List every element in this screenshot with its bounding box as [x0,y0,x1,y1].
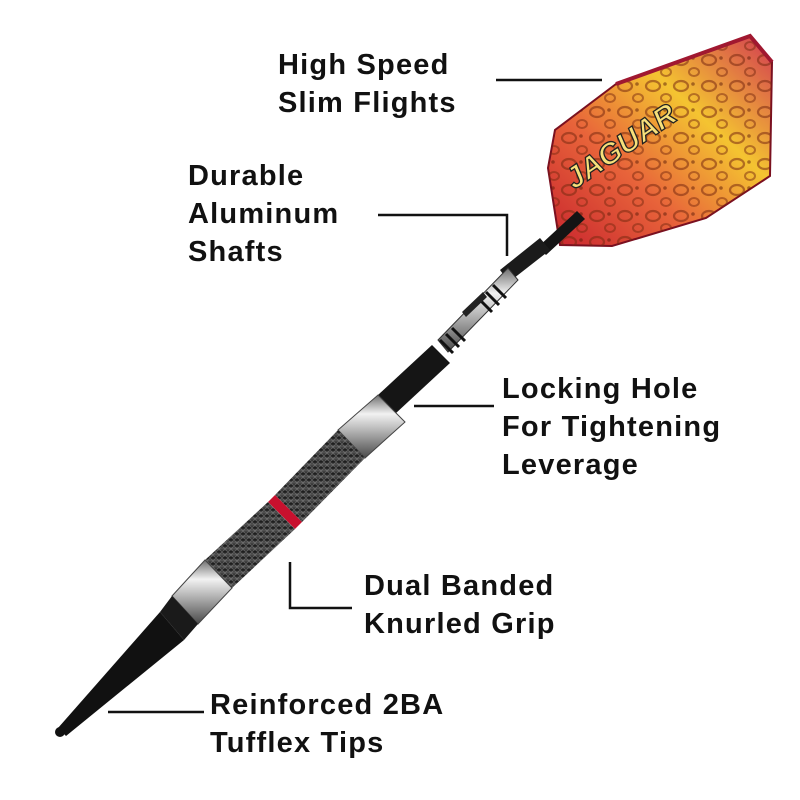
tip-point [55,727,65,737]
callout-tips: Reinforced 2BA Tufflex Tips [210,686,444,762]
callout-locking-line-2: For Tightening [502,411,722,443]
callout-locking-line-1: Locking Hole [502,373,699,405]
shaft-logo-band [462,292,487,317]
callout-tips-line-2: Tufflex Tips [210,727,385,759]
leader-lines [108,78,602,714]
callout-grip-line-1: Dual Banded [364,570,555,602]
red-band [268,495,302,529]
callout-shafts-line-3: Shafts [188,236,284,268]
callout-locking-hole: Locking Hole For Tightening Leverage [502,370,721,484]
flight-pattern [548,36,772,246]
barrel-front-cap [337,394,406,459]
callout-grip: Dual Banded Knurled Grip [364,567,556,643]
tip-body [58,612,184,736]
leader-shafts [378,213,509,256]
flight-edge [615,33,774,86]
callout-shafts-line-2: Aluminum [188,198,340,230]
callout-flights: High Speed Slim Flights [278,46,457,122]
callout-flights-line-2: Slim Flights [278,87,457,119]
callout-tips-line-1: Reinforced 2BA [210,689,445,721]
barrel-knurl-rear [275,430,365,522]
callout-flights-line-1: High Speed [278,49,450,81]
barrel [160,394,406,640]
shaft-base [378,345,450,414]
shaft-body [500,238,550,282]
flight-holder [538,211,585,255]
callout-locking-line-3: Leverage [502,449,639,481]
callout-shafts: Durable Aluminum Shafts [188,157,339,271]
flight: JAGUAR [546,33,774,248]
leader-grip [288,562,352,610]
shaft [378,211,585,414]
barrel-knurl-front [205,502,295,588]
shaft-grooves [438,283,508,355]
callout-shafts-line-1: Durable [188,160,305,192]
barrel-neck [160,596,198,640]
callout-grip-line-2: Knurled Grip [364,608,556,640]
tip [55,612,184,737]
